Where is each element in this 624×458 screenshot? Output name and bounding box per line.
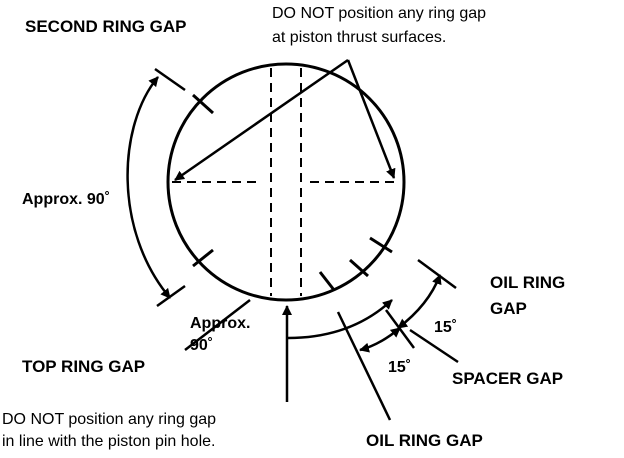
- approx-90-left-label: Approx. 90˚: [22, 191, 110, 208]
- oil-ring-gap-mark-lower: [318, 271, 336, 291]
- left-90-arc: [126, 76, 171, 299]
- oil-ring-gap-bottom-label: OIL RING GAP: [366, 431, 483, 450]
- piston-pin-axis: [270, 68, 302, 296]
- approx-90-bottom-line1: Approx.: [190, 315, 250, 332]
- angle-15-bottom-label: 15˚: [388, 359, 411, 376]
- oil-ring-gap-right-line2: GAP: [490, 299, 527, 318]
- spacer-gap-label: SPACER GAP: [452, 369, 563, 388]
- spacer-gap-leader: [409, 328, 459, 364]
- top-ring-gap-mark: [192, 248, 214, 268]
- top-ring-gap-label: TOP RING GAP: [22, 357, 145, 376]
- top-ring-gap-leader: [184, 299, 251, 351]
- oil-ring-gap-mark-upper: [369, 236, 393, 254]
- thrust-arrow-left: [174, 58, 349, 182]
- thrust-note-line2: at piston thrust surfaces.: [272, 29, 446, 46]
- thrust-arrow-right: [346, 59, 396, 179]
- oil-ring-gap-bottom-leader: [336, 311, 392, 421]
- fifteen-arc-right: [397, 274, 442, 329]
- thrust-note-line1: DO NOT position any ring gap: [272, 5, 486, 22]
- approx-90-bottom-line2: 90˚: [190, 337, 213, 354]
- angle-15-right-label: 15˚: [434, 319, 457, 336]
- pin-note-line2: in line with the piston pin hole.: [2, 433, 215, 450]
- second-ring-gap-label: SECOND RING GAP: [25, 17, 187, 36]
- oil-ring-gap-right-line1: OIL RING: [490, 273, 565, 292]
- pin-note-line1: DO NOT position any ring gap: [2, 411, 216, 428]
- second-ring-gap-mark: [191, 93, 215, 115]
- spacer-gap-mark: [349, 258, 369, 278]
- fifteen-arc-bottom: [359, 327, 401, 353]
